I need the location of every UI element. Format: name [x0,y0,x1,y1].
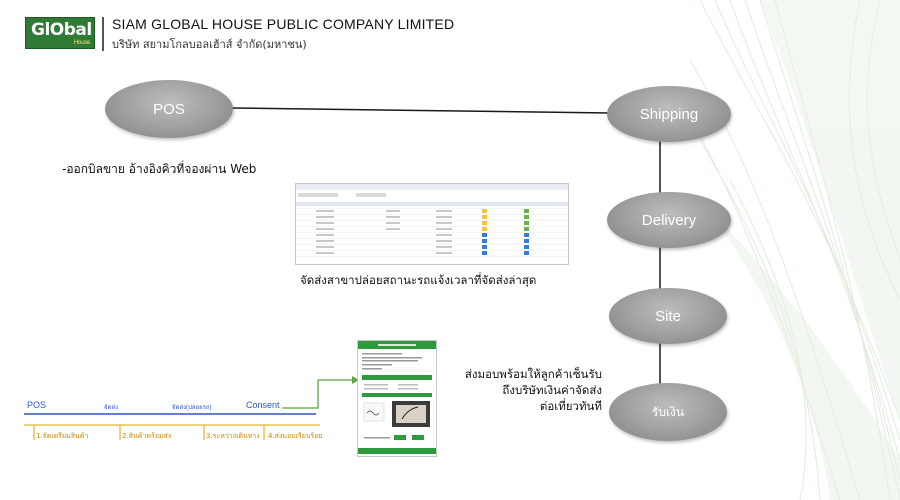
header-divider [102,17,104,51]
logo-text: GlObal [31,20,92,40]
mobile-consent-screenshot [357,340,437,457]
delivery-status-table-screenshot [295,183,569,265]
node-pos: POS [105,80,233,138]
site-note-line: ถึงบริษัทเงินค่าจัดส่ง [502,383,602,397]
timeline-label-consent: Consent [246,400,280,410]
timeline-label-dispatch: จัดส่ง(ปล่อยรถ) [172,405,212,411]
delivery-timeline-track [24,413,320,440]
company-name-thai: บริษัท สยามโกลบอลเฮ้าส์ จำกัด(มหาชน) [112,38,307,51]
timeline-label-pos: POS [27,400,47,410]
timeline-step-3: 3.ระหว่างเดินทาง [206,432,260,440]
global-house-logo: GlObal House [25,17,95,49]
pos-note: -ออกบิลขาย อ้างอิงคิวที่จองผ่าน Web [62,162,257,176]
timeline-step-4: 4.ส่งมอบเรียบร้อย [268,432,323,440]
logo-subtext: House [73,39,91,46]
consent-arrow [282,376,359,409]
site-note-line: ส่งมอบพร้อมให้ลูกค้าเซ็นรับ [464,367,602,381]
site-note-line: ต่อเที่ยวทันที [539,399,602,413]
delivery-note: จัดส่งสาขาปล่อยสถานะรถแจ้งเวลาที่จัดส่งล… [300,273,537,287]
timeline-step-1: 1.จัดเตรียมสินค้า [36,432,89,440]
timeline-label-ship: จัดส่ง [104,405,119,411]
node-site: Site [609,288,727,344]
node-delivery: Delivery [607,192,731,248]
table-thumbnail [296,184,568,257]
connector-pos-shipping [231,107,611,114]
company-name-english: SIAM GLOBAL HOUSE PUBLIC COMPANY LIMITED [112,16,455,32]
mobile-thumbnail [358,341,436,454]
node-collect-payment: รับเงิน [609,383,727,441]
timeline-step-2: 2.สินค้าพร้อมส่ง [122,432,172,440]
node-shipping: Shipping [607,86,731,142]
site-note: ส่งมอบพร้อมให้ลูกค้าเซ็นรับ ถึงบริษัทเงิ… [452,366,602,414]
